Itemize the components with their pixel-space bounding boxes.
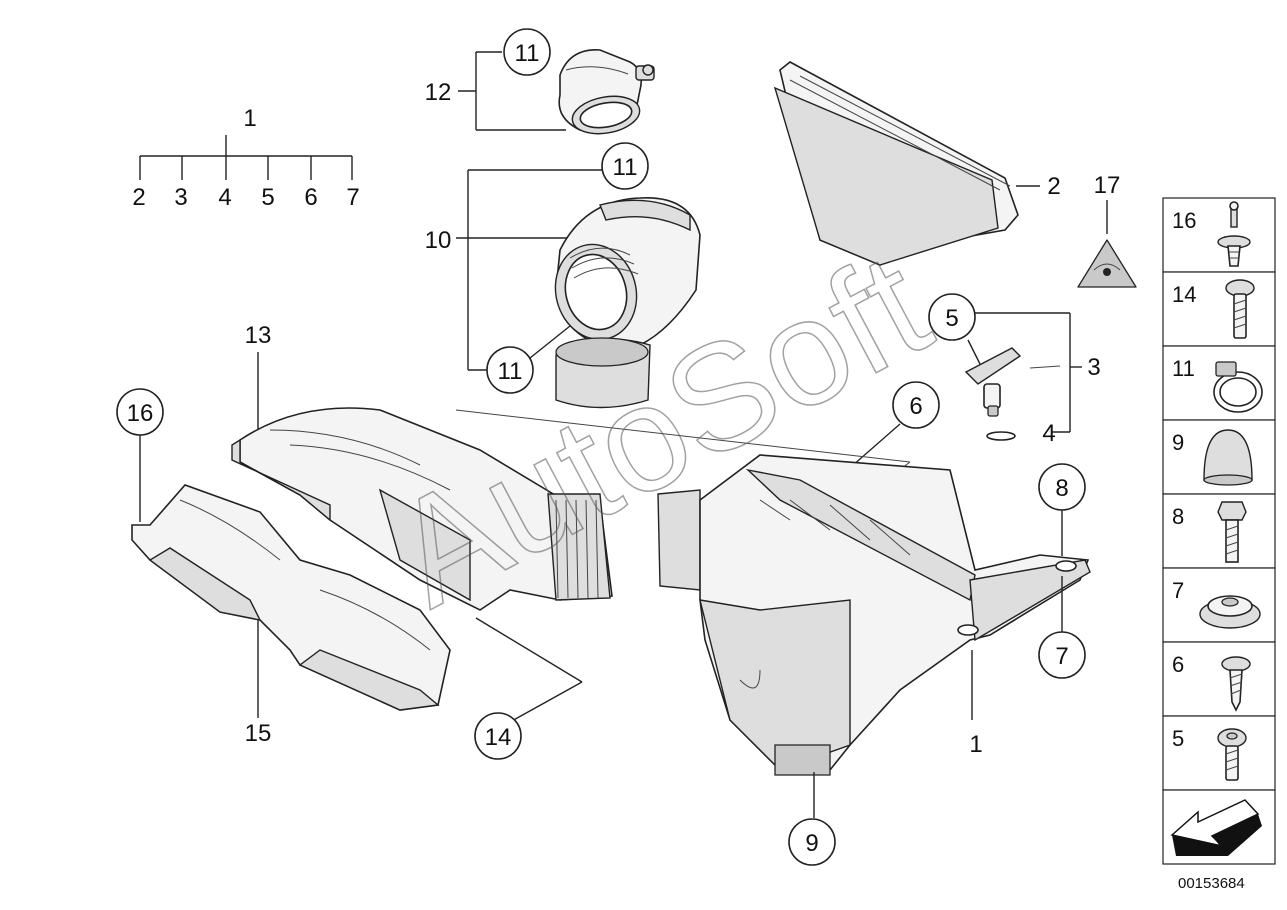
callout-1[interactable]: 1 [969, 731, 982, 758]
callout-11-circle[interactable] [503, 28, 551, 76]
sensor-group: 5 3 4 [928, 293, 1101, 447]
callout-11-top[interactable]: 11 [515, 40, 540, 67]
legend-num: 9 [1172, 430, 1184, 455]
callout-9[interactable]: 9 [805, 830, 818, 857]
part-15-lower-duct: 16 15 [116, 388, 451, 747]
legend-num: 11 [1172, 356, 1195, 381]
callout-6-circle[interactable] [892, 381, 940, 429]
callout-16[interactable]: 16 [127, 400, 154, 427]
diagram-id: 00153684 [1178, 875, 1245, 892]
callout-2[interactable]: 2 [1047, 173, 1060, 200]
legend: 16 14 11 9 8 7 6 5 [1162, 197, 1276, 865]
callout-14-circle[interactable] [474, 712, 522, 760]
legend-num: 5 [1172, 726, 1184, 751]
callout-5-circle[interactable] [928, 293, 976, 341]
part-1-filter-housing: 1 [455, 409, 1091, 818]
callout-11-circle[interactable] [601, 142, 649, 190]
subpart-label[interactable]: 3 [174, 184, 187, 211]
hex-bolt-icon [1217, 501, 1247, 563]
subpart-label[interactable]: 2 [132, 184, 145, 211]
callout-15[interactable]: 15 [245, 720, 272, 747]
tapping-screw-icon [1221, 656, 1251, 712]
callout-14[interactable]: 14 [485, 724, 512, 751]
part-14-callout: 14 [474, 617, 583, 760]
part-2-filter-cover: 2 [773, 61, 1061, 266]
callout-13[interactable]: 13 [245, 322, 272, 349]
callout-8[interactable]: 8 [1055, 475, 1068, 502]
callout-12[interactable]: 12 [425, 79, 452, 106]
callout-6[interactable]: 6 [909, 393, 922, 420]
part-13-intake-duct: 13 [231, 322, 613, 611]
callout-4[interactable]: 4 [1042, 420, 1055, 447]
legend-num: 8 [1172, 504, 1184, 529]
legend-num: 6 [1172, 652, 1184, 677]
legend-cell[interactable] [1162, 197, 1276, 273]
part-10-intake-hose: 11 10 11 [425, 142, 701, 409]
subpart-label[interactable]: 4 [218, 184, 231, 211]
callout-10[interactable]: 10 [425, 227, 452, 254]
torx-screw-icon [1217, 728, 1247, 781]
group-1-label[interactable]: 1 [243, 105, 256, 132]
callout-5[interactable]: 5 [945, 305, 958, 332]
legend-cell[interactable] [1162, 641, 1276, 717]
callout-7[interactable]: 7 [1055, 643, 1068, 670]
legend-num: 16 [1172, 208, 1196, 233]
callout-3[interactable]: 3 [1087, 354, 1100, 381]
rubber-cap-icon [1203, 429, 1253, 486]
subpart-label[interactable]: 5 [261, 184, 274, 211]
group-1-tree: 1 2 3 4 5 6 7 [132, 105, 359, 211]
callout-7-circle[interactable] [1038, 631, 1086, 679]
part-17-label: 17 [1077, 172, 1137, 288]
callout-11-mid[interactable]: 11 [613, 154, 638, 181]
callout-11-low[interactable]: 11 [498, 358, 523, 385]
expanding-rivet-icon [1217, 201, 1251, 267]
callout-9-circle[interactable] [788, 818, 836, 866]
callouts-8-7-9: 8 7 9 [788, 463, 1086, 866]
legend-num: 7 [1172, 578, 1184, 603]
hose-clamp-icon [1213, 361, 1263, 413]
legend-cell[interactable] [1162, 493, 1276, 569]
grommet-icon [1199, 595, 1261, 629]
navigation-arrow-icon[interactable] [1170, 799, 1262, 856]
legend-num: 14 [1172, 282, 1196, 307]
legend-cell[interactable] [1162, 271, 1276, 347]
callout-17[interactable]: 17 [1094, 172, 1121, 199]
subpart-label[interactable]: 7 [346, 184, 359, 211]
legend-cell[interactable] [1162, 715, 1276, 791]
callout-11-circle[interactable] [486, 346, 534, 394]
screw-icon [1225, 279, 1255, 339]
part-12-connector: 12 11 [425, 28, 655, 135]
subpart-label[interactable]: 6 [304, 184, 317, 211]
